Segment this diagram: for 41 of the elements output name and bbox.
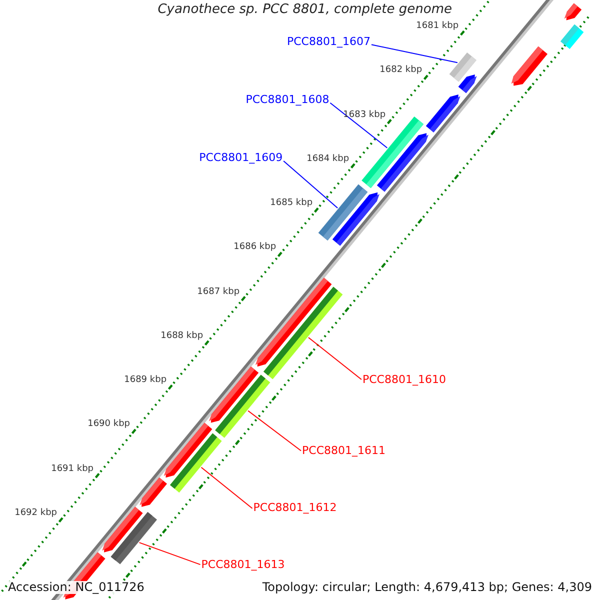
gene-feature [511, 46, 548, 86]
map-title: Cyanothece sp. PCC 8801, complete genome [158, 3, 452, 18]
leader-line [330, 102, 388, 148]
scale-label: 1687 kbp [197, 288, 240, 298]
scale-label: 1683 kbp [343, 110, 386, 120]
scale-label: 1681 kbp [416, 22, 459, 32]
gene-feature [140, 478, 167, 507]
gene-label: PCC8801_1607 [286, 36, 370, 48]
scale-label: 1684 kbp [306, 154, 350, 165]
gene-bar [560, 24, 584, 49]
footer-text: Accession: NC_011726 [8, 580, 144, 594]
gene-label: PCC8801_1611 [302, 444, 386, 457]
leader-line [308, 337, 362, 380]
gene-label: PCC8801_1613 [201, 558, 285, 571]
gene-label: PCC8801_1608 [246, 94, 330, 106]
gene-label: PCC8801_1612 [253, 502, 337, 514]
gene-feature [426, 94, 460, 132]
gene-feature [458, 74, 477, 94]
scale-label: 1692 kbp [14, 508, 57, 519]
gene-feature [164, 422, 212, 478]
scale-label: 1682 kbp [380, 66, 422, 76]
footer-text: Topology: circular; Length: 4,679,413 bp; Genes: 4,309 [262, 580, 592, 594]
gene-label: PCC8801_1610 [362, 374, 446, 386]
leader-line [283, 160, 338, 208]
scale-label: 1689 kbp [124, 376, 167, 386]
scale-label: 1691 kbp [51, 464, 94, 474]
scale-label: 1688 kbp [160, 332, 204, 342]
leader-line [370, 44, 458, 64]
scale-label: 1690 kbp [88, 420, 130, 430]
scale-label: 1686 kbp [234, 243, 276, 254]
gene-feature [564, 3, 582, 20]
leader-line [200, 466, 253, 509]
scale-label: 1685 kbp [270, 199, 313, 209]
gene-feature [102, 506, 143, 552]
gene-feature [208, 366, 259, 423]
gene-feature [332, 192, 380, 246]
gene-label: PCC8801_1609 [199, 152, 283, 164]
leader-line [138, 542, 201, 566]
leader-line [248, 410, 302, 452]
gene-feature [376, 133, 428, 192]
gene-feature [255, 278, 332, 367]
